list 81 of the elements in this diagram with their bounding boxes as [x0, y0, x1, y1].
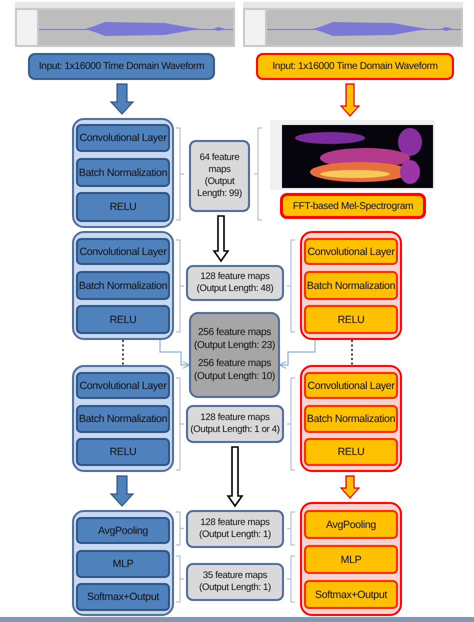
layer-label: Convolutional Layer	[79, 380, 167, 392]
feature-map-box	[189, 312, 280, 398]
layer-block	[304, 305, 398, 334]
layer-label: Softmax+Output	[87, 591, 159, 603]
dotted-connector	[351, 340, 353, 365]
feature-map-label: 64 feature maps (Output Length: 99)	[196, 152, 243, 200]
layer-label: Convolutional Layer	[307, 246, 395, 258]
picture	[15, 2, 235, 47]
layer-label: Convolutional Layer	[79, 132, 167, 144]
feature-map-box	[186, 563, 284, 601]
layer-group	[72, 510, 174, 616]
feature-map-box	[189, 140, 250, 212]
input-label: Input: 1x16000 Time Domain Waveform	[38, 61, 204, 72]
layer-block	[304, 438, 398, 466]
block-arrow	[340, 83, 360, 117]
layer-label: Convolutional Layer	[307, 380, 395, 392]
input-label: Input: 1x16000 Time Domain Waveform	[272, 61, 438, 72]
layer-block	[76, 238, 170, 265]
layer-label: Batch Normalization	[78, 166, 168, 178]
layer-block	[76, 192, 170, 222]
layer-block	[304, 405, 398, 433]
layer-group	[300, 502, 402, 616]
layer-label: Batch Normalization	[306, 280, 396, 292]
feature-map-label: 128 feature maps (Output Length: 48)	[196, 271, 274, 295]
input-box	[280, 193, 426, 219]
feature-map-box	[186, 405, 284, 443]
layer-label: MLP	[112, 558, 134, 570]
feature-map-box	[186, 265, 284, 301]
layer-block	[76, 550, 170, 578]
layer-label: Softmax+Output	[315, 588, 387, 600]
layer-block	[76, 271, 170, 300]
layer-label: RELU	[110, 201, 136, 213]
feature-map-box	[186, 510, 284, 548]
layer-group	[72, 118, 174, 228]
arrow	[278, 340, 316, 370]
feature-map-label: 128 feature maps (Output Length: 1)	[198, 517, 272, 541]
layer-block	[304, 510, 398, 539]
layer-label: AvgPooling	[98, 524, 148, 536]
input-box	[256, 53, 454, 80]
layer-group	[300, 231, 402, 340]
input-box	[28, 53, 215, 80]
layer-group	[72, 365, 174, 472]
block-arrow	[110, 475, 134, 507]
layer-label: RELU	[338, 446, 364, 458]
layer-block	[76, 124, 170, 152]
layer-block	[76, 305, 170, 334]
picture	[243, 2, 463, 47]
layer-label: Batch Normalization	[78, 413, 168, 425]
layer-label: MLP	[340, 554, 362, 566]
layer-block	[76, 583, 170, 611]
block-arrow	[212, 215, 230, 262]
dotted-connector	[122, 340, 124, 365]
layer-label: Batch Normalization	[78, 280, 168, 292]
arrow	[159, 340, 190, 370]
layer-block	[304, 372, 398, 399]
feature-map-label: 35 feature maps (Output Length: 1)	[198, 570, 272, 594]
layer-group	[72, 231, 174, 340]
layer-block	[76, 158, 170, 187]
layer-label: RELU	[110, 314, 136, 326]
layer-block	[304, 238, 398, 265]
picture	[270, 120, 435, 190]
layer-label: Convolutional Layer	[79, 246, 167, 258]
layer-block	[76, 405, 170, 433]
layer-block	[76, 372, 170, 399]
block-arrow	[340, 475, 360, 499]
layer-label: RELU	[338, 314, 364, 326]
block-arrow	[226, 446, 244, 508]
layer-block	[304, 271, 398, 300]
feature-map-label: 256 feature maps (Output Length: 10)	[192, 358, 276, 383]
feature-map-label: 256 feature maps (Output Length: 23)	[192, 327, 276, 352]
layer-block	[304, 545, 398, 574]
layer-block	[76, 517, 170, 544]
layer-block	[304, 580, 398, 609]
feature-map-label: 128 feature maps (Output Length: 1 or 4)	[190, 412, 280, 436]
layer-group	[300, 365, 402, 472]
layer-block	[76, 438, 170, 466]
layer-label: AvgPooling	[326, 518, 376, 530]
layer-label: RELU	[110, 446, 136, 458]
layer-label: Batch Normalization	[306, 413, 396, 425]
block-arrow	[110, 83, 134, 115]
layer-label: FFT-based Mel-Spectrogram	[292, 200, 414, 212]
